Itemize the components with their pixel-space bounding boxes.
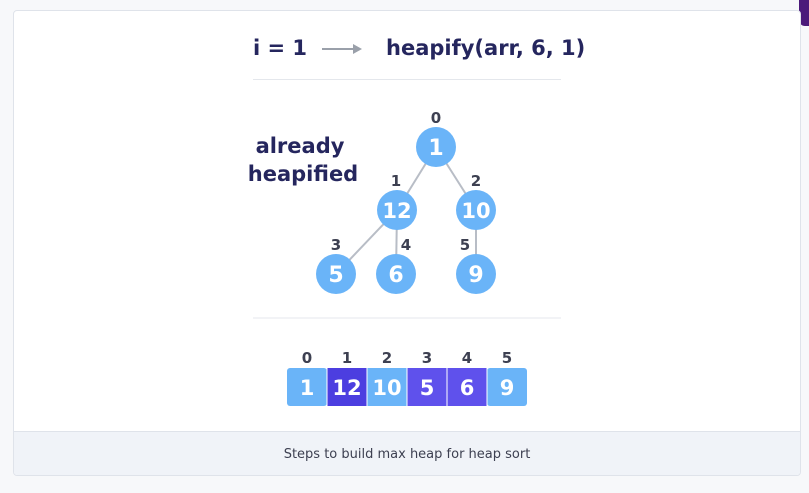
tree-node-5: 9 5 bbox=[456, 236, 496, 294]
node-value: 9 bbox=[468, 263, 483, 288]
array-value: 1 bbox=[300, 376, 315, 400]
cell-separators bbox=[326, 368, 488, 406]
node-value: 5 bbox=[328, 263, 343, 288]
side-label-line1: already bbox=[256, 134, 345, 158]
array-value: 5 bbox=[420, 376, 435, 400]
caption-text: Steps to build max heap for heap sort bbox=[283, 446, 531, 462]
array-value: 12 bbox=[332, 376, 361, 400]
array-cell-1: 1 12 bbox=[327, 349, 367, 406]
figure-caption: Steps to build max heap for heap sort bbox=[14, 431, 800, 475]
node-index: 2 bbox=[471, 172, 481, 190]
array-value: 9 bbox=[500, 376, 515, 400]
array-index: 2 bbox=[382, 349, 392, 367]
array-cell-0: 0 1 bbox=[287, 349, 327, 406]
node-value: 12 bbox=[382, 199, 411, 223]
array-index: 3 bbox=[422, 349, 432, 367]
node-index: 3 bbox=[331, 236, 341, 254]
side-label-line2: heapified bbox=[248, 162, 358, 186]
array-value: 6 bbox=[460, 376, 475, 400]
array-index: 5 bbox=[502, 349, 512, 367]
array-cell-2: 2 10 bbox=[367, 349, 407, 406]
figure-card: i = 1 heapify(arr, 6, 1) already heapifi… bbox=[13, 10, 801, 476]
array-index: 1 bbox=[342, 349, 352, 367]
tree-node-3: 5 3 bbox=[316, 236, 356, 294]
array-cell-3: 3 5 bbox=[407, 349, 447, 406]
node-value: 1 bbox=[428, 136, 443, 161]
node-value: 6 bbox=[388, 263, 403, 288]
heapify-call-label: heapify(arr, 6, 1) bbox=[386, 36, 586, 60]
step-header: i = 1 heapify(arr, 6, 1) bbox=[14, 11, 800, 91]
array-index: 0 bbox=[302, 349, 312, 367]
node-index: 1 bbox=[391, 172, 401, 190]
array-cell-4: 4 6 bbox=[447, 349, 487, 406]
array-index: 4 bbox=[462, 349, 472, 367]
node-index: 5 bbox=[460, 236, 470, 254]
array-strip: 0 1 1 12 2 10 3 5 4 6 bbox=[287, 349, 527, 406]
array-value: 10 bbox=[372, 376, 401, 400]
node-index: 0 bbox=[431, 109, 441, 127]
arrow-right-icon bbox=[322, 44, 362, 54]
step-index-label: i = 1 bbox=[253, 36, 308, 60]
tree-node-0: 1 0 bbox=[416, 109, 456, 167]
tree-node-4: 6 4 bbox=[376, 236, 416, 294]
tree-node-2: 10 2 bbox=[456, 172, 496, 230]
node-index: 4 bbox=[401, 236, 411, 254]
heap-diagram: already heapified 1 0 12 1 10 2 5 bbox=[248, 109, 561, 406]
header-divider bbox=[253, 79, 561, 80]
corner-accent bbox=[799, 0, 809, 26]
array-cell-5: 5 9 bbox=[487, 349, 527, 406]
node-value: 10 bbox=[461, 199, 490, 223]
tree-node-1: 12 1 bbox=[377, 172, 417, 230]
